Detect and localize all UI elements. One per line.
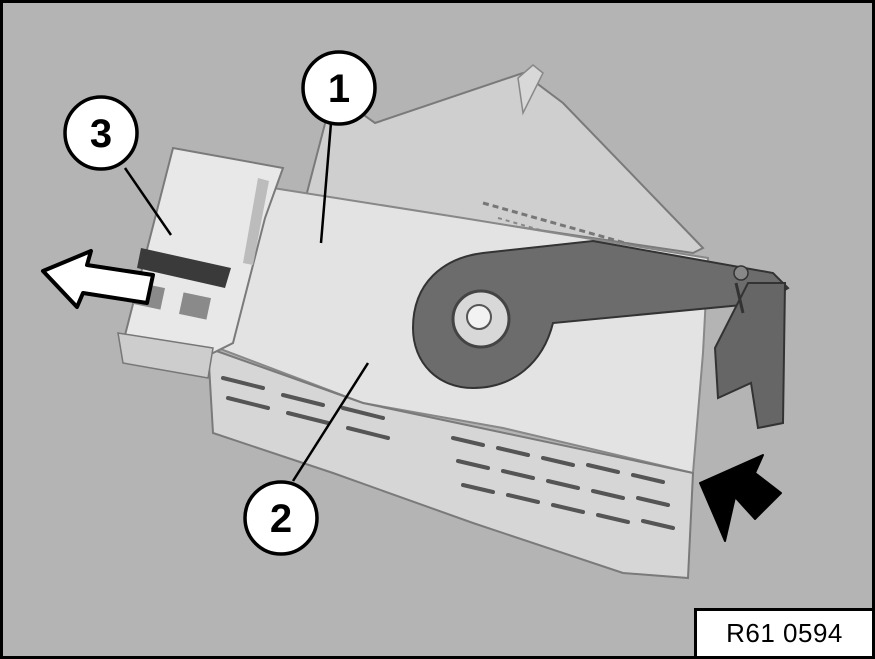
push-direction-arrow bbox=[699, 454, 782, 542]
figure-reference-label: R61 0594 bbox=[694, 608, 872, 656]
callout-2: 2 bbox=[243, 480, 319, 556]
callout-3: 3 bbox=[63, 95, 139, 171]
callout-1: 1 bbox=[301, 50, 377, 126]
svg-text:3: 3 bbox=[90, 112, 112, 156]
pull-direction-arrow bbox=[41, 249, 155, 309]
figure-reference-text: R61 0594 bbox=[726, 618, 843, 648]
svg-text:2: 2 bbox=[270, 497, 292, 541]
svg-text:1: 1 bbox=[328, 67, 350, 111]
control-unit-photo: 1 2 3 bbox=[3, 3, 872, 656]
